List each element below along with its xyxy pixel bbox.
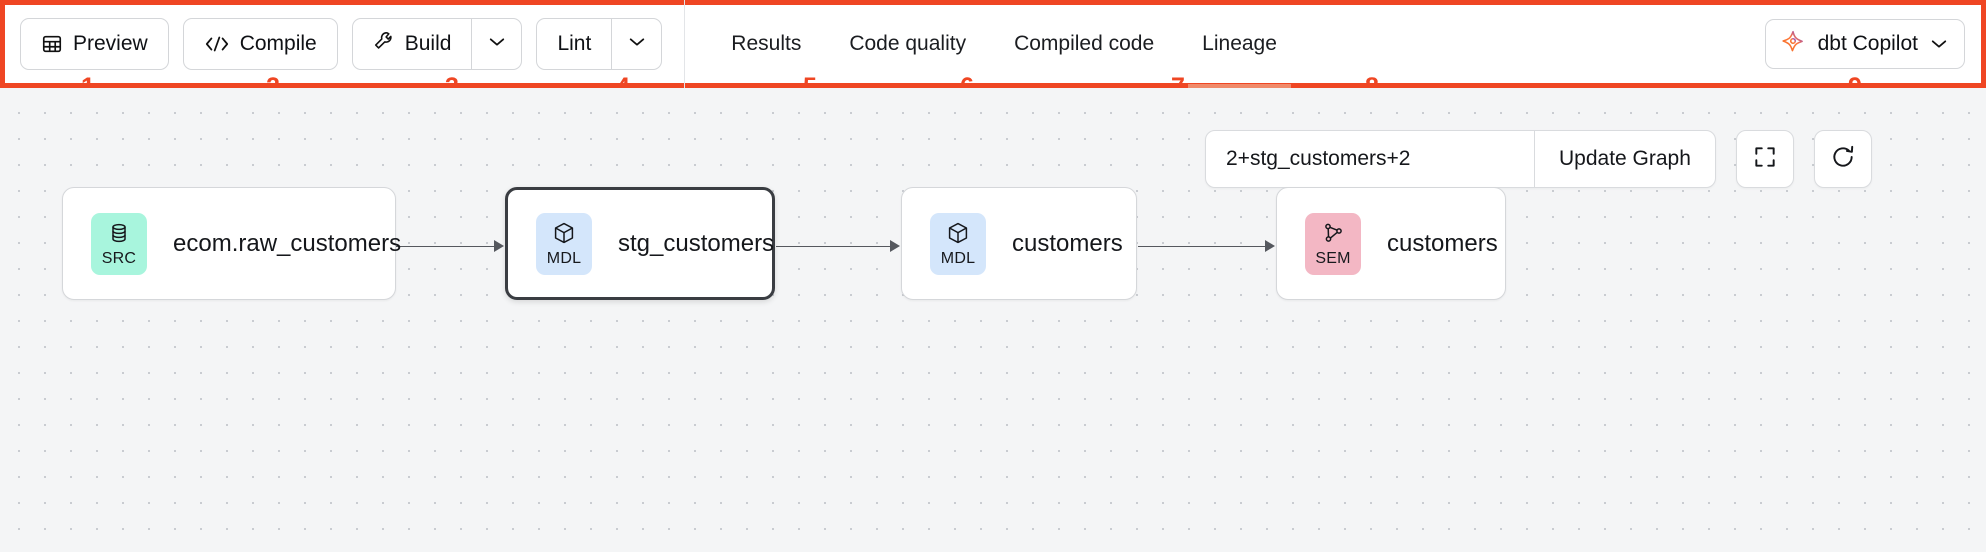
toolbar-actions: Preview Compile — [5, 5, 663, 83]
update-graph-button[interactable]: Update Graph — [1534, 131, 1715, 187]
lineage-node-stg-customers[interactable]: MDL stg_customers — [505, 187, 775, 300]
dbt-copilot-button[interactable]: dbt Copilot — [1764, 19, 1965, 69]
graph-network-icon — [1321, 221, 1345, 250]
arrowhead-src-to-stg — [494, 240, 504, 252]
node-badge-sem: SEM — [1305, 212, 1361, 275]
lineage-node-customers-model[interactable]: MDL customers — [901, 187, 1137, 300]
tab-compiled-code-label: Compiled code — [1014, 32, 1155, 55]
edge-src-to-stg — [396, 246, 502, 247]
node-badge-label: SRC — [101, 249, 137, 267]
refresh-icon — [1830, 144, 1856, 175]
node-badge-mdl: MDL — [536, 212, 592, 275]
update-graph-label: Update Graph — [1559, 147, 1691, 170]
node-badge-label: MDL — [940, 249, 976, 267]
node-badge-label: SEM — [1315, 249, 1351, 267]
table-icon — [41, 33, 63, 55]
chevron-down-icon — [488, 35, 506, 53]
build-dropdown-toggle[interactable] — [471, 19, 521, 69]
top-toolbar: Preview Compile — [0, 0, 1986, 88]
lint-dropdown-toggle[interactable] — [611, 19, 661, 69]
build-button[interactable]: Build — [353, 19, 472, 69]
tab-lineage[interactable]: Lineage — [1178, 5, 1301, 88]
arrowhead-model-to-semantic — [1265, 240, 1275, 252]
database-cylinder-icon — [107, 221, 131, 250]
cube-icon — [946, 221, 970, 250]
node-badge-mdl: MDL — [930, 212, 986, 275]
build-split-button: Build — [351, 18, 523, 70]
lineage-node-customers-semantic[interactable]: SEM customers — [1276, 187, 1506, 300]
lineage-canvas[interactable]: Update Graph — [0, 88, 1986, 552]
toolbar-divider — [684, 0, 686, 88]
node-badge-src: SRC — [91, 212, 147, 275]
node-label: stg_customers — [618, 229, 775, 257]
dbt-copilot-label: dbt Copilot — [1817, 32, 1918, 55]
lint-button-label: Lint — [557, 32, 592, 55]
node-badge-label: MDL — [546, 249, 582, 267]
toolbar-right: dbt Copilot — [1764, 5, 1981, 83]
sparkle-star-icon — [1780, 28, 1806, 60]
refresh-button[interactable] — [1813, 130, 1872, 188]
preview-button[interactable]: Preview — [20, 18, 169, 70]
build-button-label: Build — [404, 32, 452, 55]
chevron-down-icon — [1930, 32, 1948, 56]
tab-lineage-label: Lineage — [1202, 32, 1277, 55]
tab-code-quality[interactable]: Code quality — [825, 5, 990, 83]
result-tabs: Results Code quality Compiled code Linea… — [707, 5, 1301, 88]
tab-results-label: Results — [731, 32, 802, 55]
compile-button[interactable]: Compile — [182, 18, 338, 70]
code-brackets-icon — [204, 34, 230, 54]
edge-model-to-semantic — [1138, 246, 1273, 247]
node-selector-input[interactable] — [1206, 131, 1534, 187]
lineage-node-ecom-raw-customers[interactable]: SRC ecom.raw_customers — [62, 187, 401, 300]
preview-button-label: Preview — [73, 32, 148, 55]
tab-code-quality-label: Code quality — [849, 32, 967, 55]
chevron-down-icon — [628, 35, 646, 53]
tab-compiled-code[interactable]: Compiled code — [990, 5, 1178, 83]
tab-results[interactable]: Results — [707, 5, 825, 83]
node-selector-group: Update Graph — [1205, 130, 1716, 188]
node-label: customers — [1387, 229, 1498, 257]
node-label: customers — [1012, 229, 1123, 257]
compile-button-label: Compile — [239, 32, 317, 55]
edge-stg-to-model — [776, 246, 898, 247]
arrowhead-stg-to-model — [890, 240, 900, 252]
graph-controls: Update Graph — [1205, 130, 1872, 188]
lint-split-button: Lint — [536, 18, 663, 70]
fullscreen-expand-icon — [1752, 144, 1778, 175]
wrench-icon — [373, 30, 395, 58]
lint-button[interactable]: Lint — [537, 19, 611, 69]
node-label: ecom.raw_customers — [173, 229, 402, 257]
fullscreen-button[interactable] — [1735, 130, 1794, 188]
cube-icon — [552, 221, 576, 250]
